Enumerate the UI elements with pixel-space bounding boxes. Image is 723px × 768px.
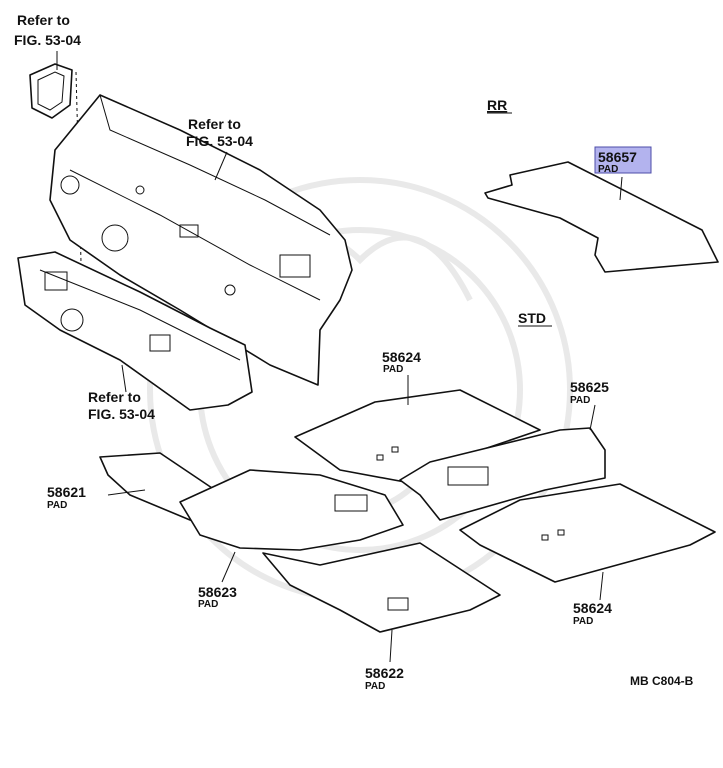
callout-58657[interactable]: 58657 PAD bbox=[594, 146, 652, 175]
diagram-code: MB C804-B bbox=[630, 674, 694, 688]
part-number: 58623 bbox=[198, 584, 237, 600]
refer-label-1: Refer to FIG. 53-04 bbox=[14, 12, 81, 48]
refer-line1: Refer to bbox=[88, 389, 141, 405]
part-number: 58621 bbox=[47, 484, 86, 500]
part-number: 58625 bbox=[570, 379, 609, 395]
callout-58624-upper[interactable]: 58624 PAD bbox=[382, 349, 421, 375]
part-name: PAD bbox=[570, 395, 590, 406]
callout-58624-lower[interactable]: 58624 PAD bbox=[573, 600, 612, 627]
part-number: 58622 bbox=[365, 665, 404, 681]
refer-line2: FIG. 53-04 bbox=[88, 406, 155, 422]
std-pads bbox=[99, 389, 716, 633]
part-name: PAD bbox=[365, 681, 385, 692]
part-name: PAD bbox=[198, 599, 218, 610]
refer-line1: Refer to bbox=[188, 116, 241, 132]
section-std-label: STD bbox=[518, 310, 546, 326]
part-number: 58624 bbox=[573, 600, 612, 616]
highlight-box bbox=[594, 146, 652, 174]
dash-panel-part bbox=[49, 94, 353, 386]
refer-line1: Refer to bbox=[17, 12, 70, 28]
part-name: PAD bbox=[47, 500, 67, 511]
leader-lines bbox=[56, 51, 623, 663]
part-name: PAD bbox=[383, 364, 403, 375]
refer-line2: FIG. 53-04 bbox=[186, 133, 253, 149]
refer-label-3: Refer to FIG. 53-04 bbox=[88, 389, 155, 422]
part-name: PAD bbox=[573, 616, 593, 627]
part-number: 58657 bbox=[598, 149, 637, 165]
refer-line2: FIG. 53-04 bbox=[14, 32, 81, 48]
callout-58622[interactable]: 58622 PAD bbox=[365, 665, 404, 692]
section-rr-label: RR bbox=[487, 97, 507, 113]
callout-58623[interactable]: 58623 PAD bbox=[198, 584, 237, 610]
callout-58621[interactable]: 58621 PAD bbox=[47, 484, 86, 511]
callout-58625[interactable]: 58625 PAD bbox=[570, 379, 609, 406]
part-name: PAD bbox=[598, 164, 618, 175]
rr-pad-part bbox=[484, 161, 719, 273]
refer-label-2: Refer to FIG. 53-04 bbox=[186, 116, 253, 149]
insulator-part bbox=[17, 251, 253, 411]
part-number: 58624 bbox=[382, 349, 421, 365]
